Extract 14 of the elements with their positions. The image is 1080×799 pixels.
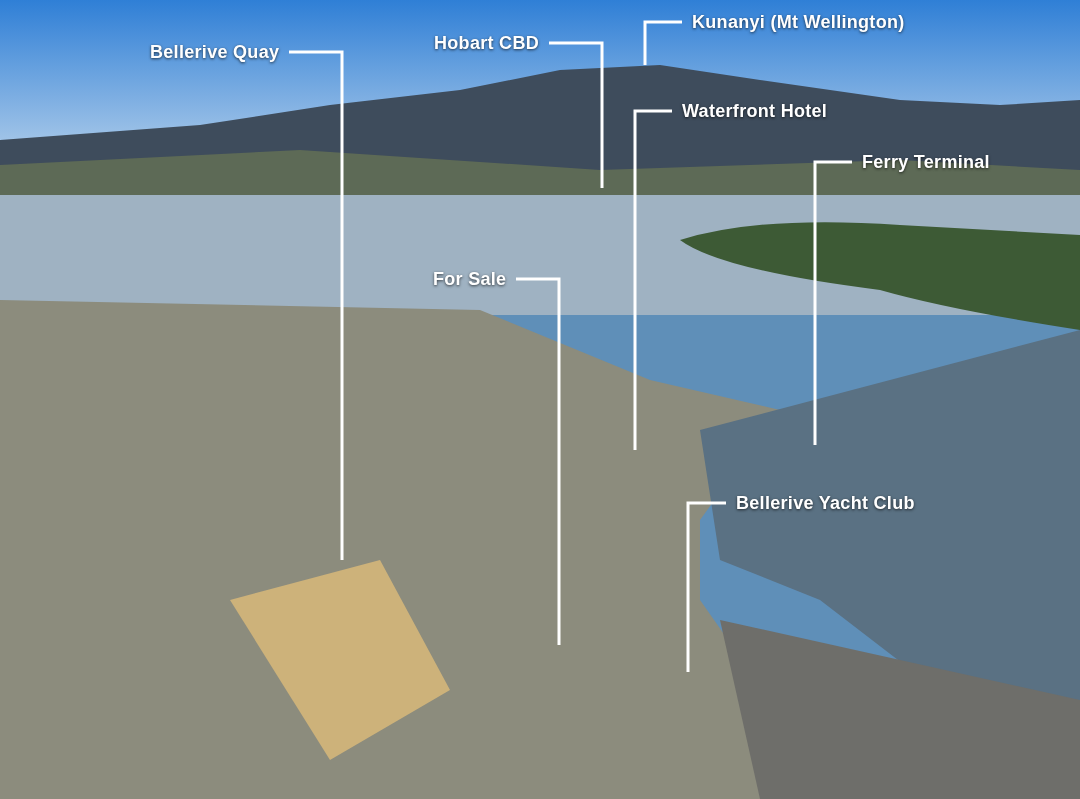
place-label: Bellerive Yacht Club bbox=[726, 492, 915, 514]
leader-line bbox=[643, 20, 682, 65]
leader-line bbox=[289, 50, 344, 560]
place-label: For Sale bbox=[433, 268, 517, 290]
place-label: Bellerive Quay bbox=[150, 41, 290, 63]
leader-line bbox=[686, 501, 726, 672]
place-label: Ferry Terminal bbox=[852, 151, 990, 173]
place-label: Hobart CBD bbox=[434, 32, 549, 54]
leader-line bbox=[516, 277, 561, 645]
place-label: Kunanyi (Mt Wellington) bbox=[682, 11, 905, 33]
leader-line bbox=[633, 109, 672, 450]
place-label: Waterfront Hotel bbox=[672, 100, 828, 122]
leader-line bbox=[549, 41, 604, 188]
leader-line bbox=[813, 160, 852, 445]
